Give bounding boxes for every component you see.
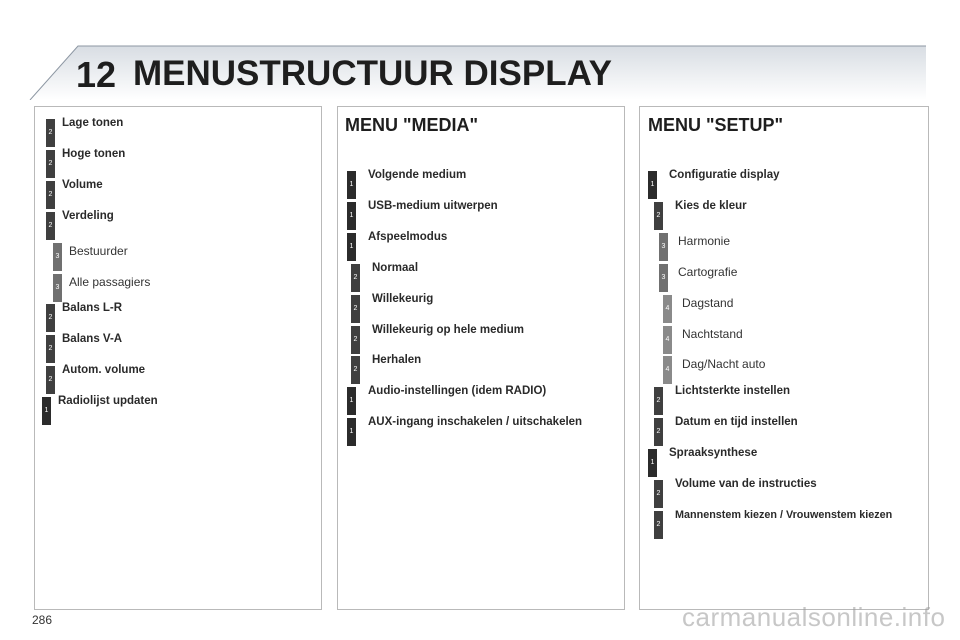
menu-item-label: Spraaksynthese bbox=[669, 447, 758, 460]
level-badge: 1 bbox=[648, 171, 657, 199]
header-tab-shape bbox=[30, 46, 926, 100]
menu-item-label: Lage tonen bbox=[62, 117, 124, 129]
header-tab-outline bbox=[29, 45, 926, 100]
level-badge: 2 bbox=[654, 387, 663, 416]
chapter-number: 12 bbox=[76, 54, 117, 95]
menu-item-label: Nachtstand bbox=[682, 326, 743, 341]
level-badge: 4 bbox=[663, 356, 672, 385]
level-badge: 2 bbox=[351, 294, 360, 323]
level-badge: 4 bbox=[663, 294, 672, 323]
level-badge: 2 bbox=[46, 211, 55, 240]
menu-item-label: Cartografie bbox=[678, 264, 738, 279]
header-banner bbox=[29, 45, 926, 100]
menu-item-label: Dagstand bbox=[682, 295, 734, 310]
level-badge: 2 bbox=[351, 325, 360, 354]
level-badge: 1 bbox=[648, 449, 657, 478]
menu-item-label: Harmonie bbox=[678, 233, 731, 248]
menu-item-label: Radiolijst updaten bbox=[58, 395, 158, 408]
menu-item-label: Balans L-R bbox=[62, 302, 123, 315]
level-badge: 1 bbox=[347, 201, 356, 230]
level-badge: 2 bbox=[46, 180, 55, 209]
level-badge: 2 bbox=[46, 335, 55, 364]
menu-item-label: Herhalen bbox=[372, 354, 422, 367]
level-badge: 1 bbox=[347, 171, 356, 199]
level-badge: 3 bbox=[53, 273, 62, 302]
menu-item-label: Datum en tijd instellen bbox=[675, 416, 798, 429]
level-badge: 2 bbox=[654, 418, 663, 447]
setup-menu-title: MENU "SETUP" bbox=[648, 115, 784, 135]
level-badge: 2 bbox=[46, 119, 55, 147]
menu-item-label: Lichtsterkte instellen bbox=[675, 385, 791, 398]
menu-item-label: Willekeurig bbox=[372, 292, 434, 305]
menu-item-label: Verdeling bbox=[62, 209, 114, 222]
menu-item-label: Kies de kleur bbox=[675, 199, 747, 212]
menu-item-label: Willekeurig op hele medium bbox=[372, 323, 524, 336]
level-badge: 3 bbox=[53, 242, 62, 271]
level-badge: 3 bbox=[659, 263, 668, 292]
level-badge: 1 bbox=[347, 418, 356, 447]
page-number: 286 bbox=[32, 613, 53, 627]
media-menu-title: MENU "MEDIA" bbox=[345, 115, 479, 135]
menu-item-label: Configuratie display bbox=[669, 169, 780, 181]
level-badge: 2 bbox=[654, 480, 663, 508]
menu-item-label: Audio-instellingen (idem RADIO) bbox=[368, 385, 547, 398]
menu-item-label: Normaal bbox=[372, 261, 419, 274]
menu-item-label: AUX-ingang inschakelen / uitschakelen bbox=[368, 416, 583, 429]
level-badge: 2 bbox=[351, 356, 360, 385]
menu-item-label: Balans V-A bbox=[62, 333, 123, 346]
menu-item-label: Volume van de instructies bbox=[675, 478, 817, 490]
panel-setup-menu: MENU "SETUP" 1 Configuratie display 2 Kies … bbox=[639, 106, 929, 610]
menu-item-label: Dag/Nacht auto bbox=[682, 357, 766, 372]
menu-item-label: Mannenstem kiezen / Vrouwenstem kiezen bbox=[675, 508, 893, 521]
page-title: MENUSTRUCTUUR DISPLAY bbox=[133, 54, 613, 93]
level-badge: 4 bbox=[663, 325, 672, 354]
level-badge: 2 bbox=[46, 149, 55, 178]
level-badge: 1 bbox=[347, 232, 356, 261]
menu-item-label: Afspeelmodus bbox=[368, 230, 448, 243]
menu-item-label: Hoge tonen bbox=[62, 147, 126, 160]
menu-item-label: USB-medium uitwerpen bbox=[368, 199, 498, 212]
watermark: carmanualsonline.info bbox=[682, 602, 946, 632]
level-badge: 1 bbox=[347, 387, 356, 416]
level-badge: 2 bbox=[46, 304, 55, 333]
menu-item-label: Alle passagiers bbox=[69, 274, 151, 289]
menu-item-label: Volgende medium bbox=[368, 169, 467, 181]
level-badge: 3 bbox=[659, 232, 668, 261]
menu-item-label: Volume bbox=[62, 178, 103, 191]
level-badge: 2 bbox=[46, 366, 55, 395]
menu-item-label: Autom. volume bbox=[62, 364, 146, 377]
level-badge: 1 bbox=[42, 397, 51, 426]
level-badge: 2 bbox=[654, 510, 663, 539]
menu-item-label: Bestuurder bbox=[69, 243, 128, 258]
level-badge: 2 bbox=[654, 201, 663, 230]
level-badge: 2 bbox=[351, 263, 360, 292]
